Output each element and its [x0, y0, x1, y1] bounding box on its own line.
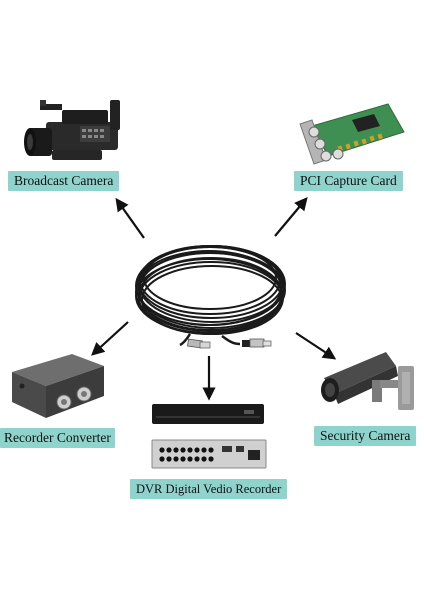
pci-capture-card-image — [299, 103, 405, 165]
dvr-recorder-image — [151, 404, 267, 469]
recorder-converter-image — [12, 354, 104, 418]
label-recorder-converter: Recorder Converter — [0, 428, 115, 448]
broadcast-camera-image — [24, 100, 120, 160]
arrow-to-broadcast-camera — [115, 197, 145, 239]
security-camera-image — [321, 352, 414, 410]
bnc-connector-right — [242, 338, 272, 348]
label-broadcast-camera: Broadcast Camera — [8, 171, 120, 191]
label-pci-capture-card: PCI Capture Card — [294, 171, 403, 191]
arrow-to-recorder-converter — [91, 321, 129, 356]
label-security-camera: Security Camera — [314, 426, 417, 446]
pci-bnc-ports — [308, 126, 344, 162]
arrow-to-pci-capture-card — [274, 196, 308, 237]
coaxial-cable-image — [135, 245, 286, 349]
label-dvr: DVR Digital Vedio Recorder — [130, 479, 288, 499]
arrow-to-security-camera — [295, 332, 337, 360]
bnc-connector-left — [187, 338, 211, 349]
